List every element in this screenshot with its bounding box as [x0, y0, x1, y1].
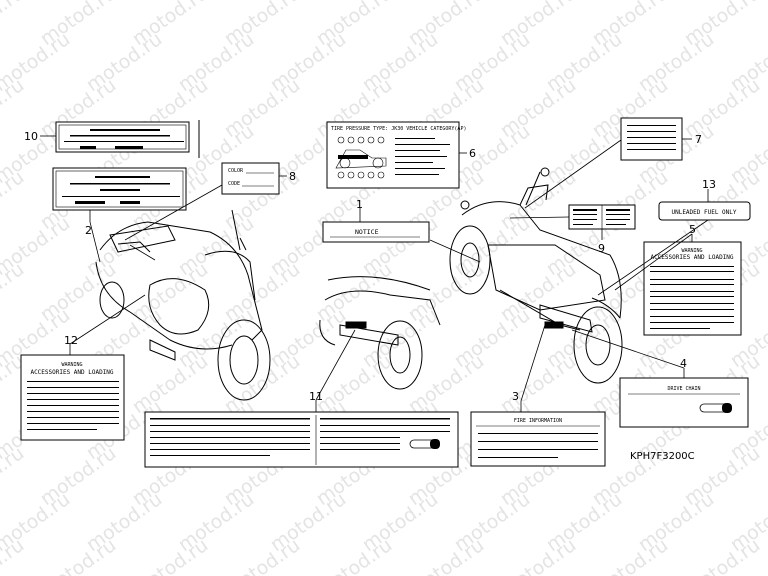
watermark-text: motod.ru — [0, 442, 28, 510]
tire-pressure-title: TIRE PRESSURE TYPE: JK30 VEHICLE CATEGOR… — [331, 126, 466, 132]
leader-right-5 — [614, 233, 693, 291]
fire-info-text: FIRE INFORMATION — [514, 418, 562, 424]
motorcycle-right — [449, 167, 623, 384]
label-6[interactable]: TIRE PRESSURE TYPE: JK30 VEHICLE CATEGOR… — [326, 121, 467, 189]
leader-mid-11 — [315, 329, 356, 401]
watermark-text: motod.ru — [0, 0, 28, 50]
notice-text: NOTICE — [355, 228, 379, 236]
label-8[interactable]: COLOR CODE — [221, 162, 287, 195]
label-4[interactable]: DRIVE CHAIN — [619, 368, 749, 428]
label-1[interactable]: NOTICE — [322, 208, 430, 243]
color-label: COLOR — [228, 168, 244, 174]
label-5[interactable]: WARNING ACCESSORIES AND LOADING — [643, 234, 742, 336]
label-13[interactable]: UNLEADED FUEL ONLY — [658, 189, 751, 221]
callout-10: 10 — [24, 130, 38, 143]
leader-left-12 — [69, 294, 146, 345]
watermark-text: motod.ru — [36, 534, 120, 576]
callout-8: 8 — [289, 170, 296, 183]
unleaded-text: UNLEADED FUEL ONLY — [671, 209, 736, 216]
motorcycle-left — [95, 209, 271, 401]
callout-12: 12 — [64, 334, 78, 347]
leader-right-7 — [524, 139, 622, 209]
watermark-text: motod.ru — [312, 534, 396, 576]
callout-11: 11 — [309, 390, 323, 403]
leader-left-2 — [89, 221, 101, 263]
watermark-text: motod.ru — [680, 534, 764, 576]
drive-chain-text: DRIVE CHAIN — [667, 386, 700, 392]
label-2[interactable] — [52, 167, 187, 222]
watermark-text: motod.ru — [588, 534, 672, 576]
label-3[interactable]: FIRE INFORMATION — [470, 401, 606, 467]
label-9[interactable] — [568, 204, 636, 240]
leader-left-1 — [124, 184, 223, 241]
callout-13: 13 — [702, 178, 716, 191]
watermark-text: motod.ru — [404, 534, 488, 576]
watermark-text: motod.ru — [0, 258, 28, 326]
leader-right-13 — [597, 219, 709, 296]
label-11[interactable] — [144, 400, 459, 468]
watermark-text: motod.ru — [0, 166, 28, 234]
callout-9: 9 — [598, 242, 605, 255]
watermark-text: motod.ru — [220, 534, 304, 576]
leader-right-3 — [520, 324, 546, 402]
accessories-text-12: ACCESSORIES AND LOADING — [30, 369, 113, 376]
callout-3: 3 — [512, 390, 519, 403]
callout-6: 6 — [469, 147, 476, 160]
leader-right-4 — [571, 329, 685, 369]
callout-2: 2 — [85, 224, 92, 237]
motorcycle-middle — [319, 276, 441, 390]
label-10[interactable] — [40, 120, 200, 158]
callout-7: 7 — [695, 133, 702, 146]
leader-right-9 — [509, 216, 570, 219]
warning-text-12: WARNING — [61, 362, 82, 368]
label-12[interactable]: WARNING ACCESSORIES AND LOADING — [20, 344, 125, 441]
callouts: 10 2 8 6 7 1 9 13 5 4 3 11 12 — [24, 130, 716, 403]
leader-right-1 — [429, 239, 481, 263]
watermark-text: motod.ru — [128, 534, 212, 576]
leader-left-top — [129, 244, 156, 261]
watermark-text: motod.ru — [496, 534, 580, 576]
callout-1: 1 — [356, 198, 363, 211]
drawing-code: KPH7F3200C — [630, 451, 695, 462]
callout-4: 4 — [680, 357, 687, 370]
label-7[interactable] — [620, 117, 692, 161]
warning-text-5: WARNING — [681, 248, 702, 254]
accessories-text-5: ACCESSORIES AND LOADING — [650, 254, 733, 261]
callout-5: 5 — [689, 223, 696, 236]
code-label: CODE — [228, 181, 240, 187]
